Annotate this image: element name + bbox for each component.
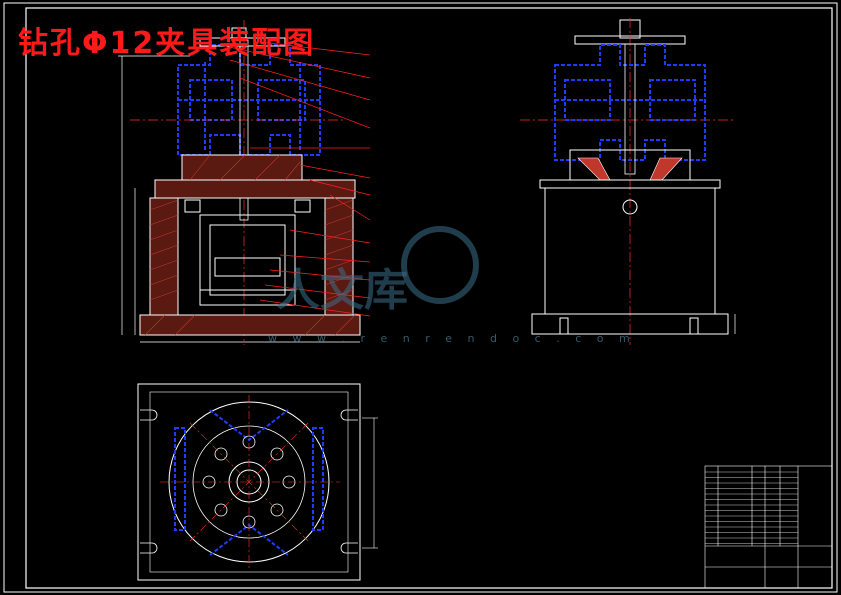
watermark-text: 人文库 [276,265,408,316]
circle-logo-icon [401,226,479,304]
inner-frame [25,7,833,589]
parts-list-rows [705,471,798,544]
front-section-view [118,20,371,345]
outer-frame [3,2,838,593]
side-view [520,18,736,345]
top-view [137,383,378,581]
drawing-title: 钻孔Φ12夹具装配图 [18,26,316,61]
watermark-url: w w w . r e n r e n d o c . c o m [268,332,636,345]
